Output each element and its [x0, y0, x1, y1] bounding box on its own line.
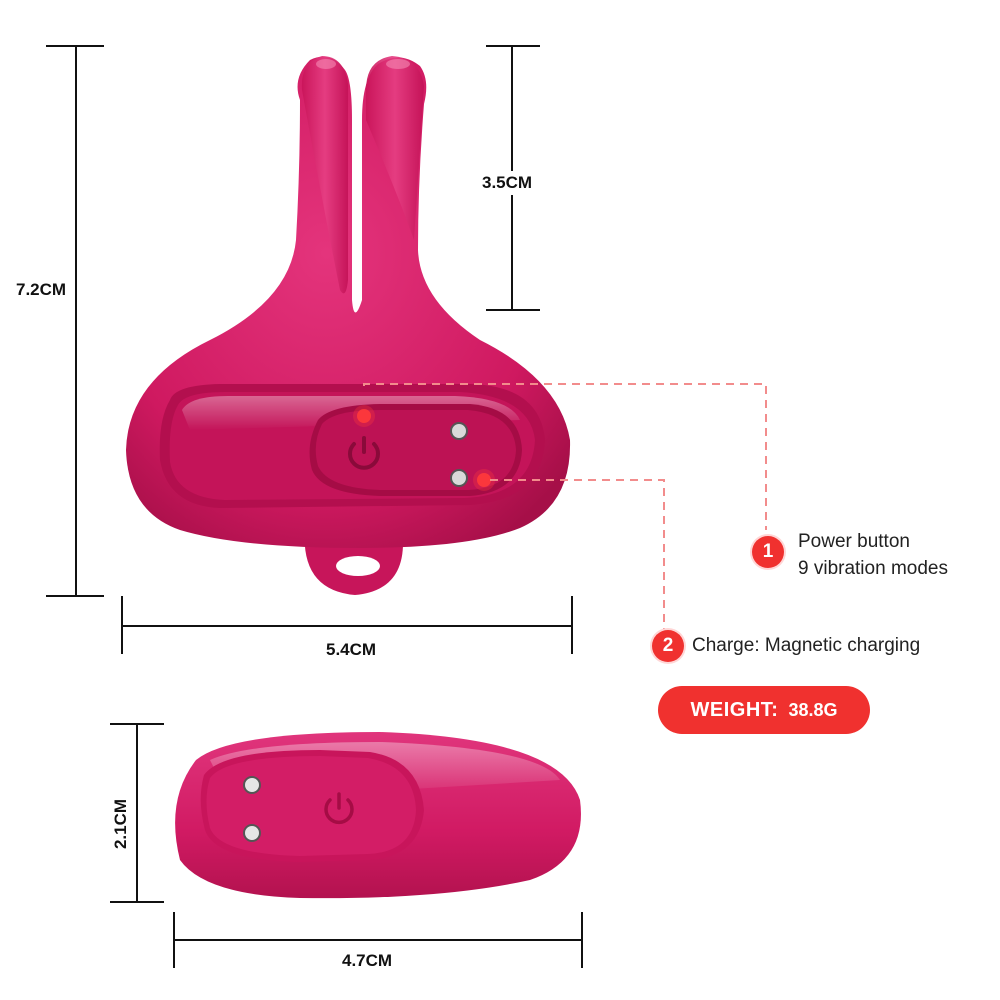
callout-dot	[477, 473, 491, 487]
charging-contact	[243, 824, 261, 842]
feature-title: Power button	[798, 531, 910, 552]
feature-title: Charge: Magnetic charging	[692, 635, 921, 656]
dimension-total-height: 7.2CM	[14, 278, 69, 302]
callout-dot	[357, 409, 371, 423]
dimension-egg-width: 4.7CM	[340, 949, 395, 973]
dimension-top-height: 3.5CM	[480, 171, 535, 195]
charging-contact	[243, 776, 261, 794]
feature-number-badge: 1	[752, 536, 784, 568]
feature-number-badge: 2	[652, 630, 684, 662]
dimension-width: 5.4CM	[324, 638, 379, 662]
dimension-lines	[46, 45, 583, 968]
feature-subtitle: 9 vibration modes	[798, 558, 948, 579]
egg-side-view	[175, 732, 581, 899]
feature-power-button: 1 Power button 9 vibration modes	[752, 528, 948, 582]
weight-label: WEIGHT:	[690, 698, 779, 721]
power-icon	[324, 792, 354, 825]
feature-charging: 2 Charge: Magnetic charging	[652, 630, 920, 662]
feature-text: Power button 9 vibration modes	[798, 528, 948, 582]
weight-badge: WEIGHT: 38.8G	[658, 686, 870, 734]
weight-value: 38.8G	[788, 699, 838, 720]
dimension-egg-height: 2.1CM	[109, 796, 134, 852]
charging-contact	[450, 422, 468, 440]
callout-lines	[363, 383, 767, 632]
power-icon	[348, 436, 380, 470]
charging-contact	[450, 469, 468, 487]
product-front-view	[126, 56, 571, 595]
